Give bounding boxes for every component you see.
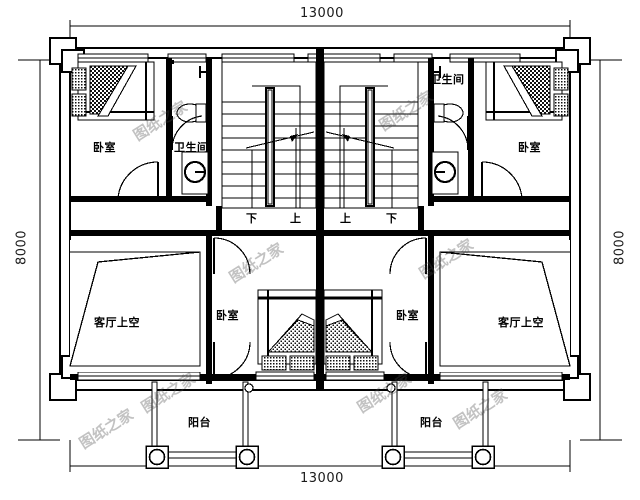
stair-right-down-label: 下 [386,212,397,225]
bathroom-fixtures-top-left [170,60,209,195]
dimension-label-top: 13000 [300,6,344,21]
bed-top-right [485,61,569,121]
room-label-living-void-right: 客厅上空 [498,316,544,329]
bed-top-left [71,61,155,121]
bed-bottom-right [323,289,383,371]
stair-right-up-label: 上 [340,212,351,225]
dimension-label-right: 8000 [612,229,628,266]
wall-tick-left-bath [199,66,212,78]
room-label-balcony-right: 阳台 [420,416,443,429]
stair-left-down-label: 下 [246,212,257,225]
living-void-right [436,240,571,372]
stair-left-up-label: 上 [290,212,301,225]
room-label-bedroom-top-right: 卧室 [518,141,541,154]
dimension-label-left: 8000 [14,229,30,266]
balcony-right [381,381,495,469]
room-label-bedroom-bottom-left: 卧室 [216,309,239,322]
room-label-balcony-left: 阳台 [188,416,211,429]
living-void-left [69,240,204,372]
stair-left [221,61,317,209]
bed-bottom-left [257,289,317,371]
room-label-bathroom-top-left: 卫生间 [174,141,209,154]
room-label-living-void-left: 客厅上空 [94,316,140,329]
room-label-bedroom-top-left: 卧室 [93,141,116,154]
bathroom-fixtures-top-right [428,66,464,195]
door-swings [117,115,523,379]
stair-right [323,61,419,209]
balcony-left [145,381,259,469]
dimension-label-bottom: 13000 [300,471,344,486]
room-label-bedroom-bottom-right: 卧室 [396,309,419,322]
room-label-bathroom-top-right: 卫生间 [430,73,465,86]
